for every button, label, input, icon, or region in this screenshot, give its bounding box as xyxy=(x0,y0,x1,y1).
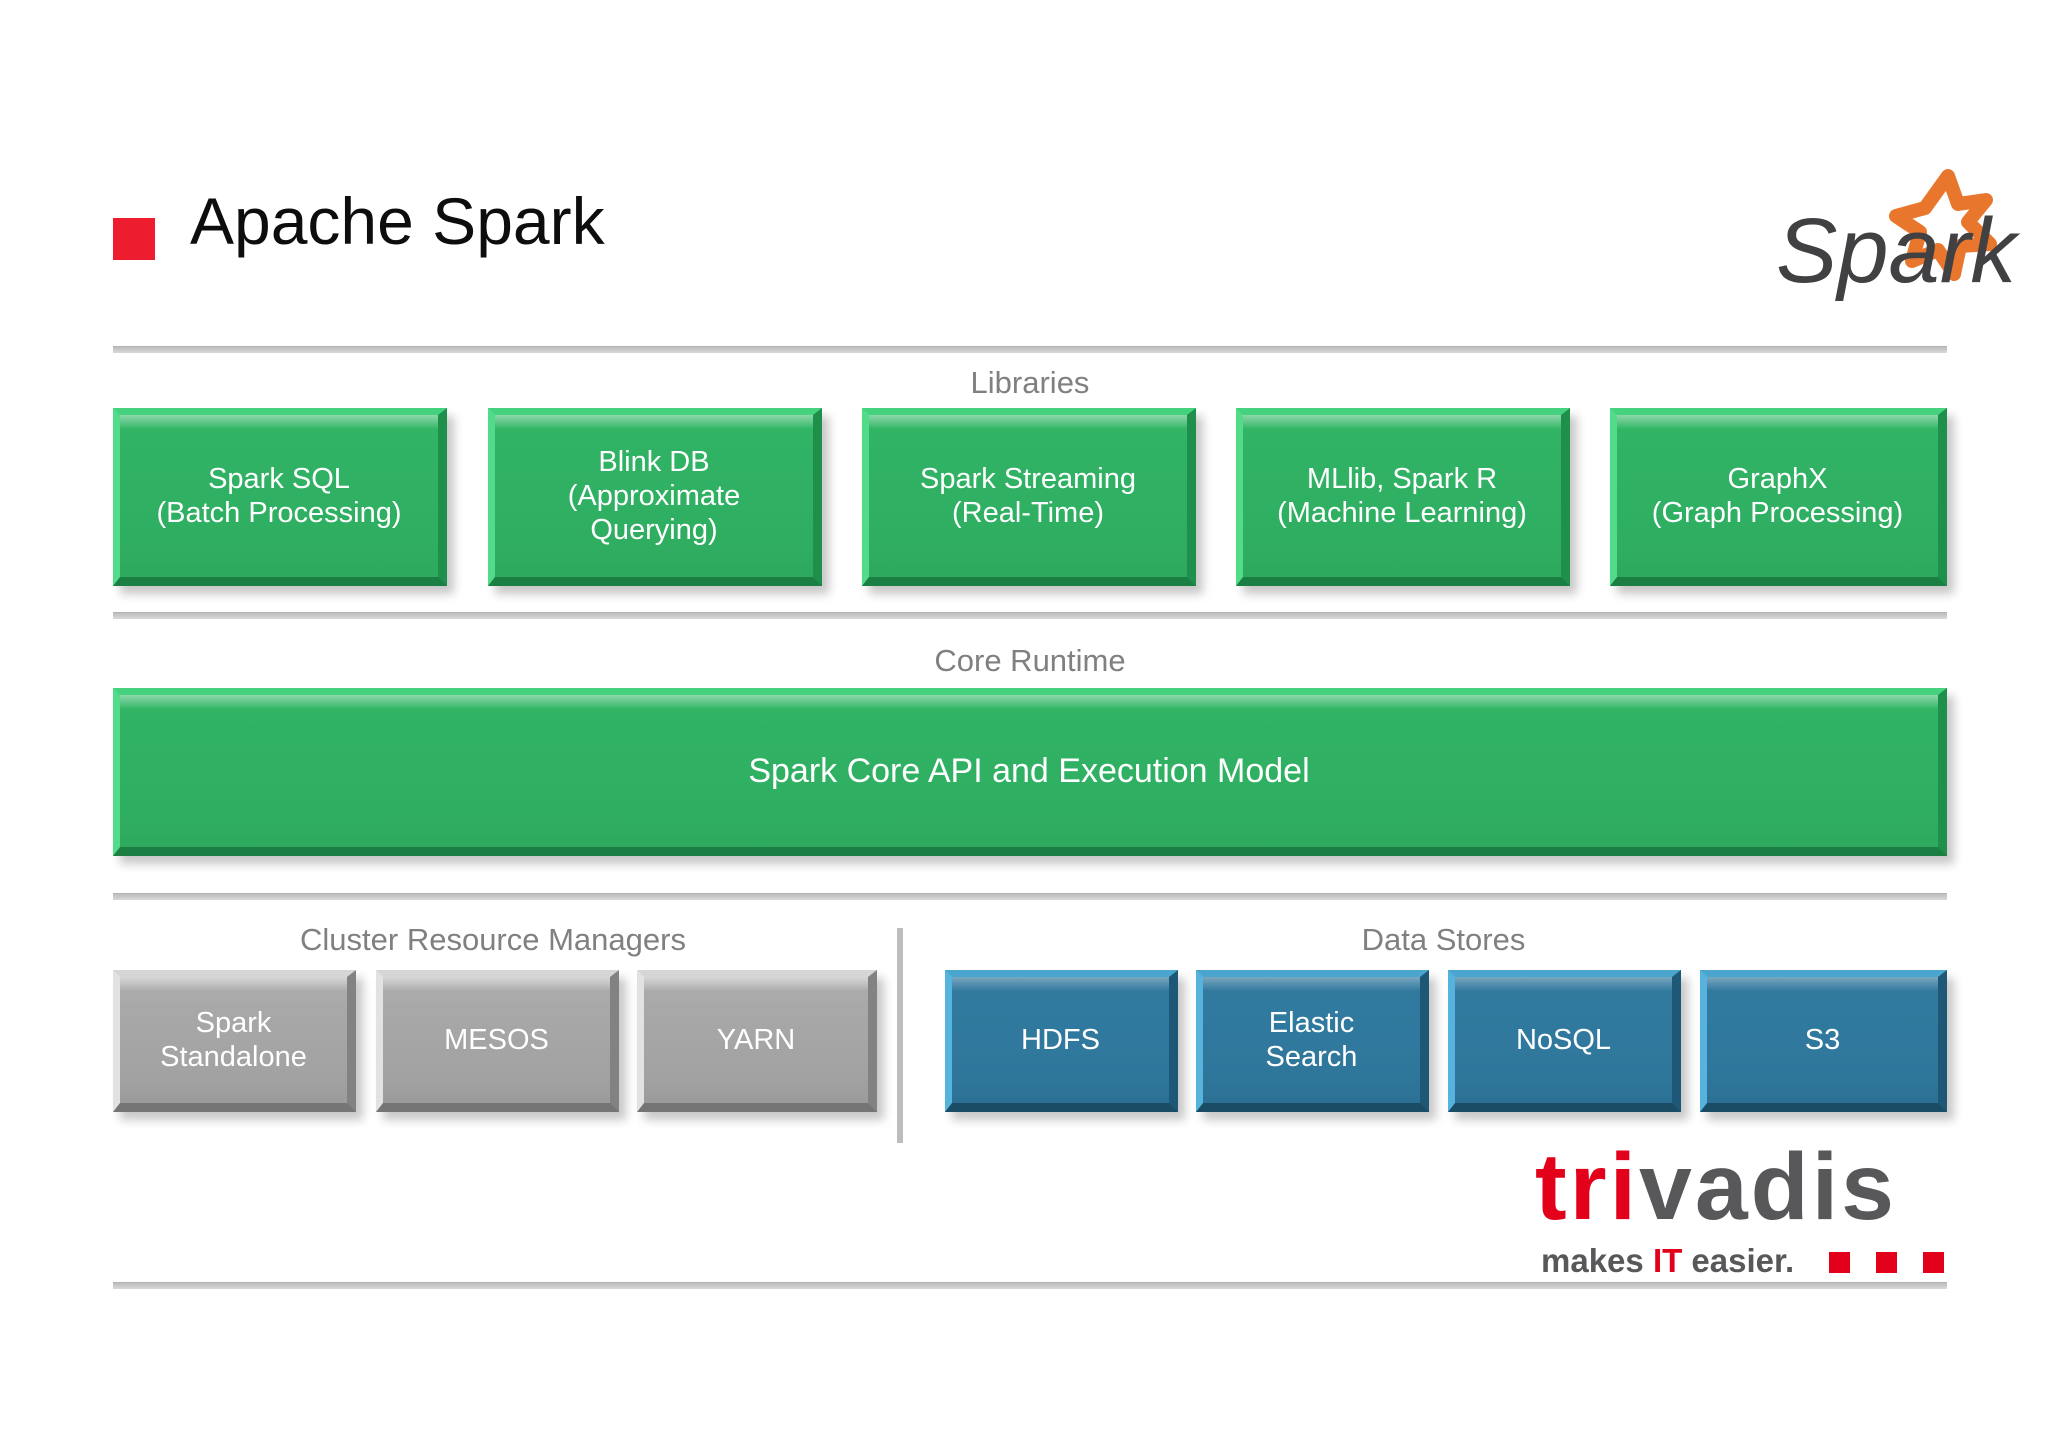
trivadis-tagline-it: IT xyxy=(1652,1242,1683,1279)
trivadis-dot xyxy=(1876,1252,1897,1273)
library-box-blink-db[interactable]: Blink DB (Approximate Querying) xyxy=(488,408,822,586)
divider-top xyxy=(113,346,1947,353)
trivadis-dot xyxy=(1923,1252,1944,1273)
trivadis-dots xyxy=(1829,1252,1944,1273)
core-runtime-box[interactable]: Spark Core API and Execution Model xyxy=(113,688,1947,856)
trivadis-logo: trivadis makes IT easier. xyxy=(1535,1140,1965,1279)
library-box-spark-streaming[interactable]: Spark Streaming (Real-Time) xyxy=(862,408,1196,586)
library-box-mllib-spark-r[interactable]: MLlib, Spark R (Machine Learning) xyxy=(1236,408,1570,586)
section-label-core-runtime: Core Runtime xyxy=(934,643,1126,678)
data-store-box-s3[interactable]: S3 xyxy=(1700,970,1947,1112)
trivadis-wordmark: trivadis xyxy=(1535,1140,1897,1235)
trivadis-wordmark-gray: vadis xyxy=(1639,1134,1897,1240)
trivadis-tagline-pre: makes xyxy=(1541,1242,1653,1279)
spark-logo: Spark xyxy=(1772,158,2022,303)
divider-footer xyxy=(113,1282,1947,1289)
trivadis-dot xyxy=(1829,1252,1850,1273)
section-label-data-stores: Data Stores xyxy=(1361,922,1526,957)
title-bullet-square xyxy=(113,218,155,260)
library-box-graphx[interactable]: GraphX (Graph Processing) xyxy=(1610,408,1947,586)
cluster-manager-box-yarn[interactable]: YARN xyxy=(637,970,877,1112)
data-store-box-hdfs[interactable]: HDFS xyxy=(945,970,1178,1112)
cluster-manager-box-spark-standalone[interactable]: Spark Standalone xyxy=(113,970,356,1112)
trivadis-wordmark-red: tri xyxy=(1535,1134,1639,1240)
trivadis-tagline: makes IT easier. xyxy=(1541,1242,1794,1280)
section-label-libraries: Libraries xyxy=(970,365,1090,400)
library-box-spark-sql[interactable]: Spark SQL (Batch Processing) xyxy=(113,408,447,586)
cluster-manager-box-mesos[interactable]: MESOS xyxy=(376,970,619,1112)
data-store-box-nosql[interactable]: NoSQL xyxy=(1448,970,1681,1112)
trivadis-tagline-post: easier. xyxy=(1682,1242,1795,1279)
divider-core-bottom xyxy=(113,893,1947,900)
divider-libraries-core xyxy=(113,612,1947,619)
divider-vertical-bottom xyxy=(897,928,903,1143)
svg-text:Spark: Spark xyxy=(1776,200,2020,302)
data-store-box-elastic-search[interactable]: Elastic Search xyxy=(1196,970,1429,1112)
section-label-cluster-resource-managers: Cluster Resource Managers xyxy=(300,922,686,957)
page-title: Apache Spark xyxy=(190,184,605,258)
